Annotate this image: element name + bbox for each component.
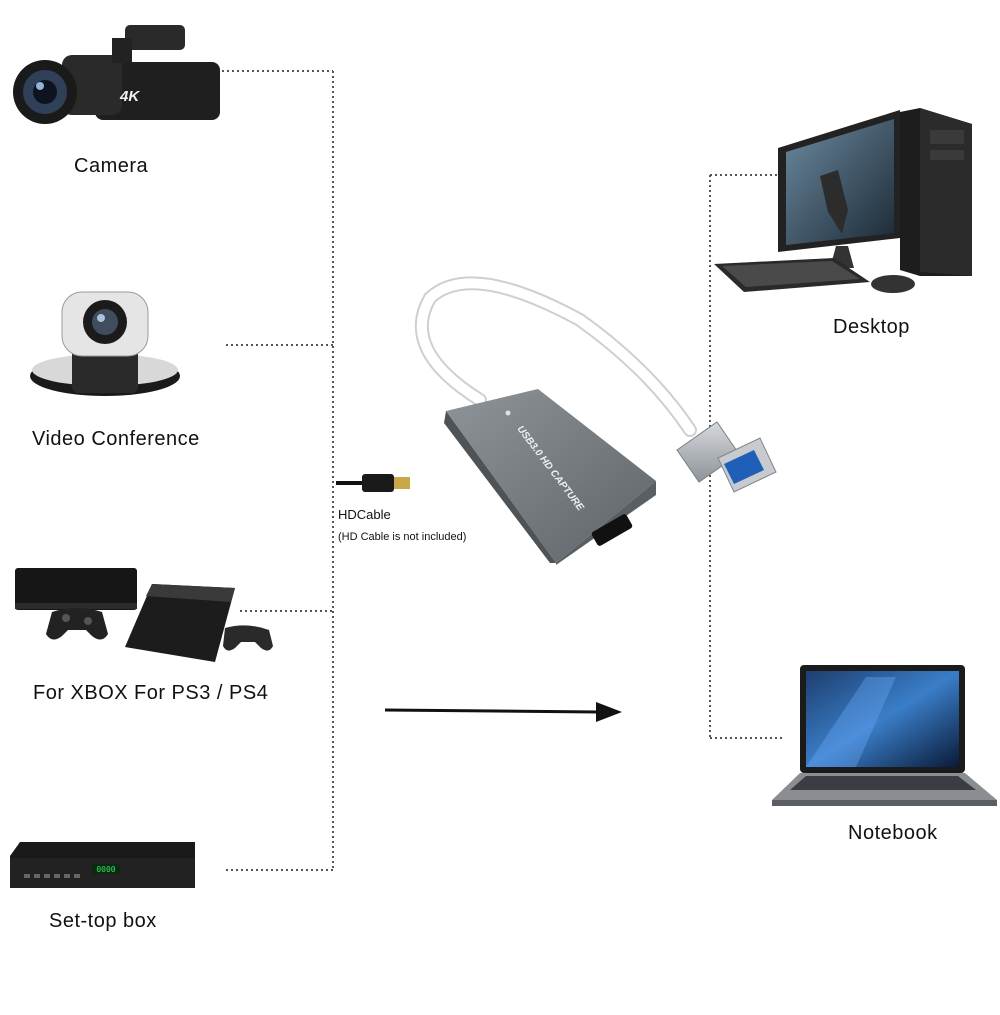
settop-display: 0000 (96, 865, 115, 874)
ps-label: For PS3 / PS4 (134, 682, 269, 704)
left-connector-lines (222, 70, 334, 871)
capture-device-icon: USB3.0 HD CAPTURE (444, 389, 656, 565)
settop-box-icon: 0000 (10, 842, 195, 888)
hdmi-cable-icon (336, 474, 410, 492)
xbox-icon (15, 568, 137, 640)
hd-cable-label: HDCable (338, 507, 391, 522)
video-conference-label: Video Conference (32, 428, 200, 450)
usb-cable (414, 276, 697, 437)
desktop-label: Desktop (833, 316, 910, 338)
usb-plug-icon (676, 421, 777, 493)
hd-cable-note: (HD Cable is not included) (338, 531, 467, 543)
desktop-icon (714, 108, 972, 293)
arrow-icon (384, 702, 622, 722)
notebook-label: Notebook (848, 822, 938, 844)
xbox-label: For XBOX (33, 682, 129, 704)
notebook-icon (772, 665, 997, 806)
playstation-icon (125, 584, 273, 662)
camera-badge: 4K (120, 88, 140, 105)
camera-icon (13, 25, 220, 124)
video-conference-icon (30, 291, 180, 396)
settop-label: Set-top box (49, 910, 157, 932)
camera-label: Camera (74, 155, 149, 177)
